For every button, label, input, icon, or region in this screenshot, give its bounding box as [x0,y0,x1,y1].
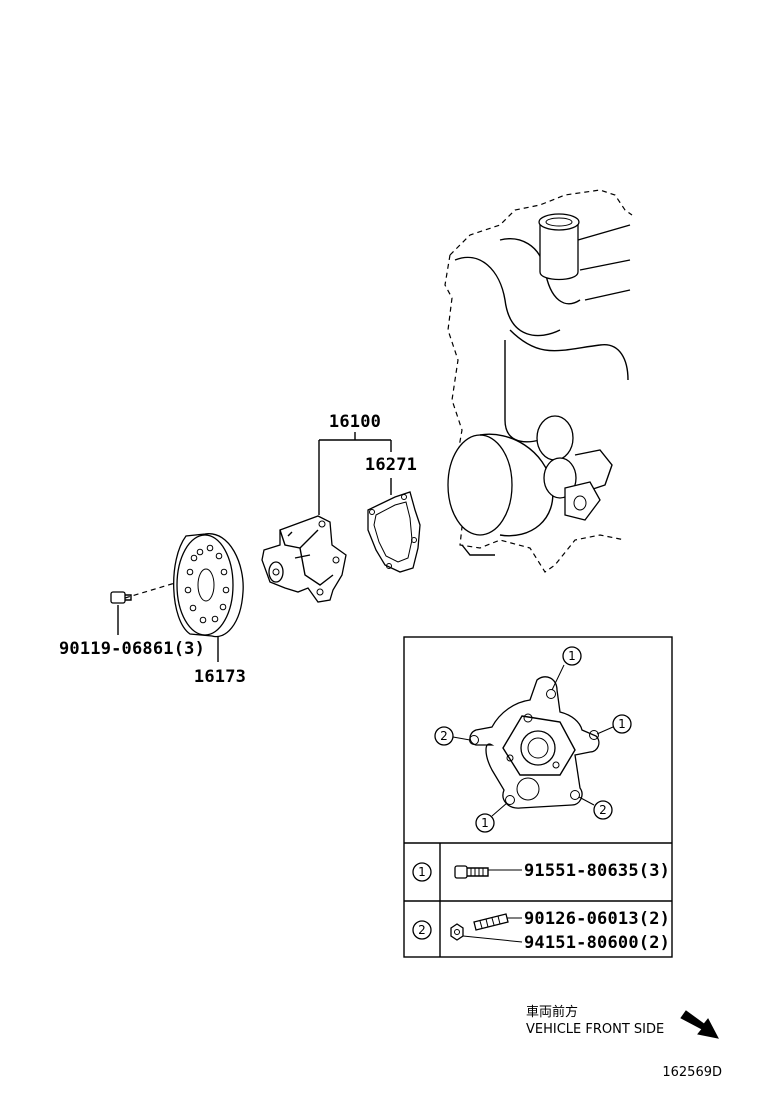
callout-number: 1 [481,816,489,830]
stud-bolt-icon [473,913,509,931]
callout-circle [612,714,632,734]
pulley-bolt-drawing [110,591,132,604]
callout-circle [562,646,582,666]
flange-bolt-icon [454,865,468,879]
legend-row-2: 2 90126-06013(2) 94151-80600(2) [412,909,670,953]
label-90119-06861: 90119-06861(3) [59,639,205,659]
figure-id: 162569D [662,1065,722,1080]
legend-part-94151-80600: 94151-80600(2) [524,933,670,953]
label-16100: 16100 [329,412,381,432]
callout-number: 2 [440,729,448,743]
detail-box: 1 1 2 2 1 1 91551-80635(3) [403,636,673,958]
legend-key: 1 [418,865,426,879]
detail-callouts: 1 1 2 2 1 [434,646,632,833]
nut-icon [450,923,464,941]
callout-number: 2 [599,803,607,817]
legend-part-90126-06013: 90126-06013(2) [524,909,670,929]
pump-front-view [469,676,600,809]
label-16271: 16271 [365,455,417,475]
legend-part-91551-80635: 91551-80635(3) [524,861,670,881]
water-pump-drawing [261,515,347,603]
callout-leaders [117,432,392,662]
legend-key: 2 [418,923,426,937]
direction-label-jp: 車両前方 [526,1004,578,1020]
callout-number: 1 [618,717,626,731]
label-16173: 16173 [194,667,246,687]
pulley-drawing [173,533,244,638]
callout-circle [475,813,495,833]
front-direction-arrow-icon [680,1010,719,1039]
engine-block-drawing [444,189,633,573]
callout-circle [593,800,613,820]
gasket-drawing [367,491,421,573]
callout-circle [434,726,454,746]
legend-row-1: 1 91551-80635(3) [412,861,670,882]
callout-number: 1 [568,649,576,663]
direction-label-en: VEHICLE FRONT SIDE [526,1022,664,1037]
